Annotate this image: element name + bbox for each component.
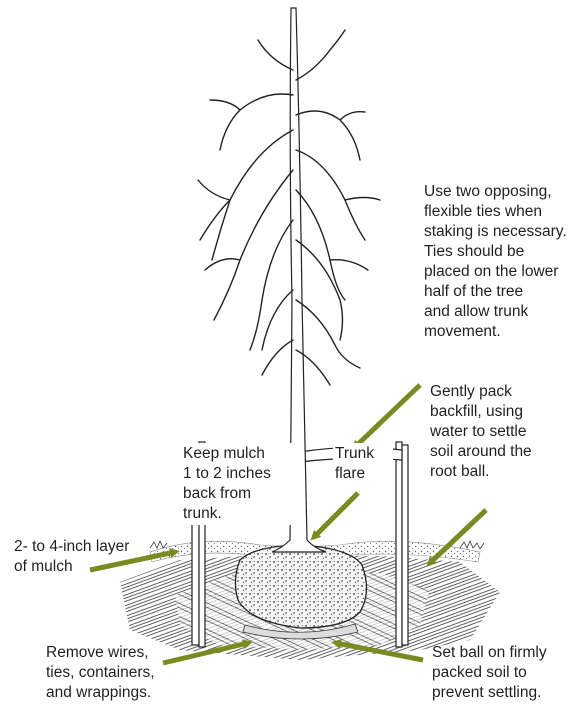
arrow-trunk-flare xyxy=(314,493,358,537)
label-ties: Use two opposing, flexible ties when sta… xyxy=(424,182,580,342)
label-mulch-layer: 2- to 4-inch layer of mulch xyxy=(14,537,154,577)
label-trunk-flare: Trunk flare xyxy=(333,443,393,485)
label-backfill: Gently pack backfill, using water to set… xyxy=(430,382,570,482)
label-set-ball: Set ball on firmly packed soil to preven… xyxy=(432,643,577,703)
arrow-ties xyxy=(355,385,420,447)
label-mulch-gap: Keep mulch 1 to 2 inches back from trunk… xyxy=(181,443,295,525)
label-remove-wires: Remove wires, ties, containers, and wrap… xyxy=(46,643,186,703)
tree-branches xyxy=(198,30,380,385)
